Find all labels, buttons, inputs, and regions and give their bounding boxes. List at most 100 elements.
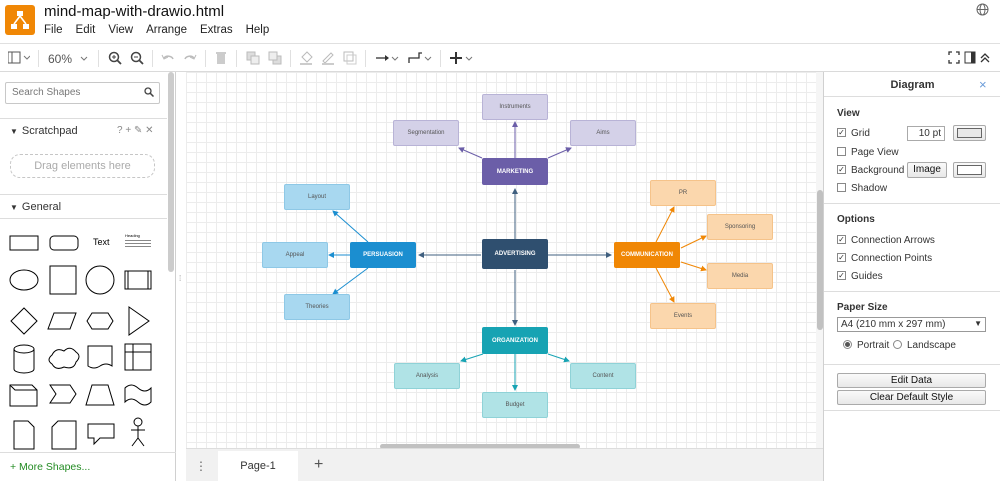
node-persuasion[interactable]: PERSUASION [350,242,416,268]
general-header[interactable]: ▼General [0,194,167,219]
panel-title: Diagram [890,79,935,91]
shadow-icon[interactable] [343,51,357,65]
background-color-button[interactable] [953,162,986,178]
node-theories[interactable]: Theories [284,294,350,320]
node-aims[interactable]: Aims [570,120,636,146]
sidebar-resize-handle[interactable]: ⁞ [179,274,182,283]
node-budget[interactable]: Budget [482,392,548,418]
connectors [328,121,707,391]
page-view-label: Page View [851,147,899,158]
vertical-scroll-thumb[interactable] [817,190,823,330]
add-page-icon[interactable]: + [314,456,324,473]
zoom-in-icon[interactable] [108,51,122,65]
line-color-icon[interactable] [321,51,335,65]
node-pr[interactable]: PR [650,180,716,206]
connection-points-label: Connection Points [851,253,933,264]
fill-color-icon[interactable] [299,51,313,65]
pages-menu-icon[interactable]: ⋮ [195,459,207,473]
shape-palette[interactable] [0,227,166,452]
menu-extras[interactable]: Extras [200,24,233,36]
menu-edit[interactable]: Edit [75,24,96,36]
edit-data-button[interactable]: Edit Data [837,373,986,388]
scratchpad-tools[interactable]: ? + ✎ ✕ [117,125,154,136]
node-instruments[interactable]: Instruments [482,94,548,120]
search-icon[interactable] [144,87,154,97]
node-media[interactable]: Media [707,263,773,289]
shapes-sidebar: Search Shapes ▼Scratchpad ? + ✎ ✕ Drag e… [0,72,176,481]
drawio-logo-icon [5,5,35,35]
menu-view[interactable]: View [108,24,134,36]
background-checkbox[interactable]: ✓ [837,165,846,174]
chevron-down-icon: ▼ [974,319,982,328]
menu-arrange[interactable]: Arrange [146,24,187,36]
format-panel: Diagram × View ✓ Grid 10 pt Page View ✓ … [823,72,1000,481]
menu-bar: File Edit View Arrange Extras Help [44,24,282,36]
heading-shape-label: Heading [125,233,140,238]
guides-label: Guides [851,271,883,282]
search-input[interactable]: Search Shapes [5,82,160,104]
globe-icon[interactable] [976,3,989,16]
text-shape[interactable]: Text [93,237,110,247]
redo-icon[interactable] [183,51,197,65]
toolbar: 60% [0,43,1000,72]
undo-icon[interactable] [161,51,175,65]
title-bar [0,0,1000,43]
sidebar-scrollbar[interactable] [168,72,174,272]
paper-size-select[interactable]: A4 (210 mm x 297 mm) ▼ [837,317,986,332]
portrait-label: Portrait [857,340,890,351]
format-toggle-icon[interactable] [964,51,976,65]
connection-style-icon[interactable] [375,51,399,65]
more-shapes-button[interactable]: + More Shapes... [0,452,176,481]
scratchpad-label: Scratchpad [21,125,78,137]
clear-default-style-button[interactable]: Clear Default Style [837,390,986,405]
shadow-checkbox[interactable] [837,183,846,192]
node-appeal[interactable]: Appeal [262,242,328,268]
delete-icon[interactable] [215,51,227,65]
image-button[interactable]: Image [907,162,947,178]
scratchpad-header[interactable]: ▼Scratchpad ? + ✎ ✕ [0,118,167,143]
grid-size-input[interactable]: 10 pt [907,126,945,141]
connection-arrows-label: Connection Arrows [851,235,935,246]
node-organization[interactable]: ORGANIZATION [482,327,548,354]
node-sponsoring[interactable]: Sponsoring [707,214,773,240]
insert-icon[interactable] [450,51,474,65]
scratchpad-drop-area[interactable]: Drag elements here [10,154,155,178]
node-communication[interactable]: COMMUNICATION [614,242,680,268]
landscape-radio[interactable] [893,340,902,349]
to-back-icon[interactable] [268,51,282,65]
grid-checkbox[interactable]: ✓ [837,128,846,137]
zoom-level[interactable]: 60% [48,52,73,66]
diagram-canvas[interactable]: ADVERTISING MARKETING Instruments Segmen… [186,72,816,448]
node-segmentation[interactable]: Segmentation [393,120,459,146]
node-advertising[interactable]: ADVERTISING [482,239,548,269]
node-layout[interactable]: Layout [284,184,350,210]
background-label: Background [851,165,905,176]
portrait-radio[interactable] [843,340,852,349]
format-panel-icon[interactable] [8,51,30,65]
connection-arrows-checkbox[interactable]: ✓ [837,235,846,244]
menu-help[interactable]: Help [245,24,270,36]
zoom-out-icon[interactable] [130,51,144,65]
close-icon[interactable]: × [979,77,987,92]
collapse-icon[interactable] [979,51,991,65]
to-front-icon[interactable] [246,51,260,65]
waypoints-icon[interactable] [408,51,432,65]
node-marketing[interactable]: MARKETING [482,158,548,185]
document-title[interactable]: mind-map-with-drawio.html [44,3,225,20]
page-tab[interactable]: Page-1 [218,451,298,481]
horizontal-scroll-thumb[interactable] [380,444,580,449]
view-section-label: View [837,108,860,119]
node-analysis[interactable]: Analysis [394,363,460,389]
guides-checkbox[interactable]: ✓ [837,271,846,280]
node-events[interactable]: Events [650,303,716,329]
landscape-label: Landscape [907,340,956,351]
node-content[interactable]: Content [570,363,636,389]
zoom-dropdown-icon[interactable] [80,51,88,65]
grid-color-button[interactable] [953,125,986,141]
connection-points-checkbox[interactable]: ✓ [837,253,846,262]
general-label: General [21,201,62,213]
heading-shape[interactable]: Heading [125,233,151,251]
menu-file[interactable]: File [44,24,63,36]
fullscreen-icon[interactable] [948,51,960,65]
page-view-checkbox[interactable] [837,147,846,156]
